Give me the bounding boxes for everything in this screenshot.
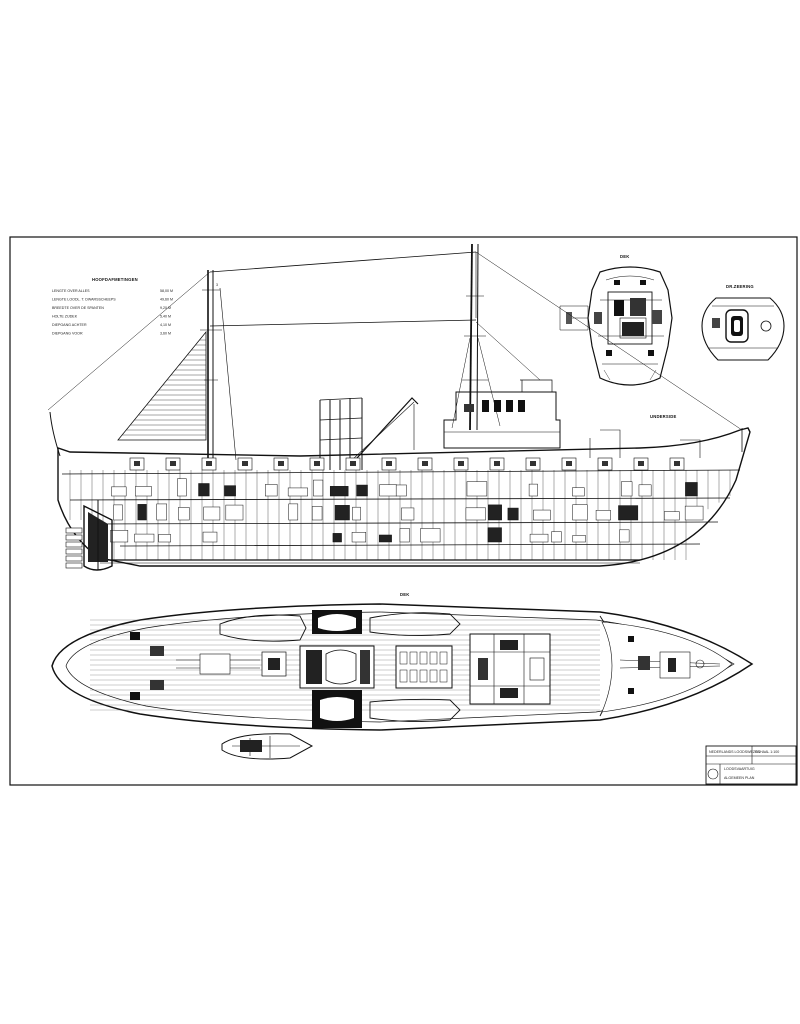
title-line-2: LOODSVAARTUIG: [724, 767, 755, 771]
svg-text:3: 3: [216, 283, 218, 287]
stern-dock-blocks: [65, 527, 83, 569]
particular-label: LENGTE OVER ALLES: [52, 289, 90, 293]
particular-label: LENGTE LOODL. T. DWARSSCHEEPS: [52, 298, 116, 302]
title-line-3: ALGEMEEN PLAN: [724, 776, 755, 780]
particular-value: 3,60 M: [160, 332, 171, 336]
particular-label: DIEPGANG ACHTER: [52, 323, 87, 327]
profile-view: 3: [47, 243, 751, 571]
particular-label: DIEPGANG VOOR: [52, 332, 83, 336]
particular-value: 58,00 M: [160, 289, 173, 293]
section-label: DR.ZEERING: [726, 284, 754, 289]
profile-label: UNDERSIDE: [650, 414, 676, 419]
title-line-1: NEDERLANDS LOODSWEZEN: [709, 750, 761, 754]
particular-value: 49,60 M: [160, 298, 173, 302]
bridge-deck-label: DEK: [620, 254, 629, 259]
hull-plan: [51, 603, 754, 731]
particulars-title: HOOFDAFMETINGEN: [92, 277, 138, 282]
particulars-table: HOOFDAFMETINGEN LENGTE OVER ALLES 58,00 M…: [52, 277, 173, 336]
title-block: NEDERLANDS LOODSWEZEN SCHAAL 1:100 LOODS…: [705, 745, 797, 785]
particular-value: 4,10 M: [160, 323, 171, 327]
title-scale: SCHAAL 1:100: [755, 750, 779, 754]
hull-profile: [57, 427, 751, 567]
bridge-deck-detail: DEK: [559, 254, 673, 386]
particular-value: 5,40 M: [160, 315, 171, 319]
plan-view: DEK: [51, 592, 754, 760]
section-detail: DR.ZEERING: [701, 284, 785, 361]
rudder: [83, 500, 113, 571]
particular-value: 9,20 M: [160, 306, 171, 310]
particular-label: BREEDTE OVER DE SPANTEN: [52, 306, 104, 310]
plan-label: DEK: [400, 592, 409, 597]
dinghy: [221, 733, 314, 760]
particular-label: HOLTE ZIJDEK: [52, 315, 78, 319]
steadying-sail: [117, 330, 207, 441]
